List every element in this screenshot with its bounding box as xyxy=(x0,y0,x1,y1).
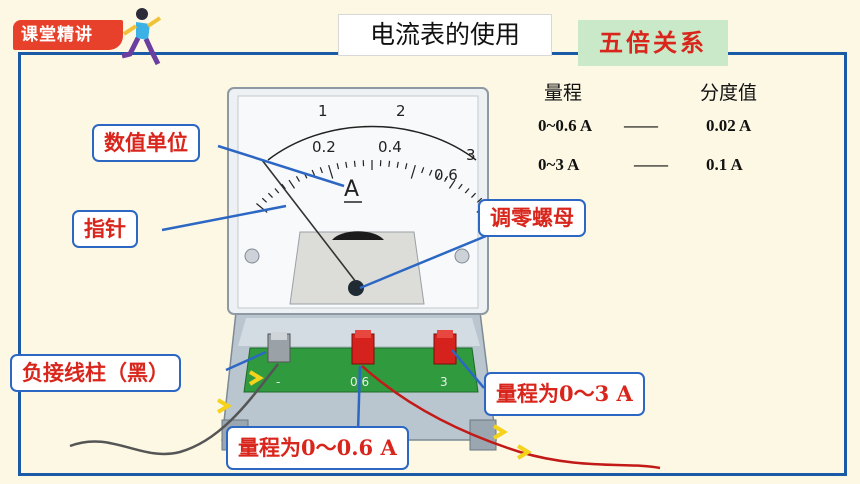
dial-tick xyxy=(267,192,273,198)
pointer-needle xyxy=(261,159,357,283)
scale-label-upper: 1 xyxy=(318,102,328,120)
dial-tick xyxy=(281,183,286,190)
dial-tick xyxy=(458,183,463,190)
dial-tick xyxy=(464,188,470,194)
dial-tick xyxy=(421,167,425,174)
dash-cell: —— xyxy=(624,116,658,135)
scale-label-upper: 2 xyxy=(396,102,406,120)
range-col-header: 量程 xyxy=(544,82,583,104)
terminal-label: 3 xyxy=(440,375,448,389)
scale-label-lower: 0.4 xyxy=(378,138,402,156)
division-cell: 0.1 A xyxy=(706,155,743,174)
callout-zero-adjust: 调零螺母 xyxy=(478,199,586,237)
callout-negative-terminal: 负接线柱（黑） xyxy=(10,354,181,392)
scale-label-lower: 0.2 xyxy=(312,138,336,156)
dial-tick xyxy=(311,169,316,176)
callout-unit: 数值单位 xyxy=(92,124,200,162)
dial-tick xyxy=(328,164,334,179)
terminal-3 xyxy=(433,333,457,365)
callout-needle: 指针 xyxy=(72,210,138,248)
dial-tick xyxy=(444,176,449,182)
range-cell: 0~3 A xyxy=(538,155,580,174)
dial-tick xyxy=(274,188,280,194)
dial-tick xyxy=(353,160,356,167)
dial-tick xyxy=(336,163,340,170)
scale-label-lower: 0.6 xyxy=(434,166,458,184)
dial-tick xyxy=(428,169,433,176)
dial-tick xyxy=(345,161,348,168)
division-col-header: 分度值 xyxy=(700,82,758,104)
terminal-0-6 xyxy=(351,333,375,365)
dial-tick xyxy=(410,164,416,179)
section-badge: 课堂精讲 xyxy=(13,20,123,50)
dial-tick xyxy=(448,179,456,189)
callout-range-0-6: 量程为0～0.6 A xyxy=(226,426,409,470)
page-title: 电流表的使用 xyxy=(338,14,552,56)
dial-tick xyxy=(396,161,399,168)
dial-tick xyxy=(404,163,408,170)
scale-label-upper: 3 xyxy=(466,146,476,164)
runner-figure-icon xyxy=(121,8,162,66)
terminal-label: - xyxy=(276,375,280,389)
dash-cell: —— xyxy=(634,155,668,174)
division-cell: 0.02 A xyxy=(706,116,752,135)
dial-tick xyxy=(295,176,300,182)
meter-window xyxy=(289,231,425,305)
dial-tick xyxy=(436,172,441,179)
range-cell: 0~0.6 A xyxy=(538,116,593,135)
dial-tick xyxy=(261,197,268,203)
dial-tick xyxy=(319,167,323,174)
dial-tick xyxy=(471,192,477,198)
unit-symbol: A xyxy=(344,177,359,202)
dial-tick xyxy=(388,160,391,167)
relation-tag: 五倍关系 xyxy=(578,20,728,66)
black-wire xyxy=(69,363,279,456)
red-wire xyxy=(361,365,661,470)
zero-adjust-knob xyxy=(348,280,364,296)
dial-tick xyxy=(288,179,296,189)
callout-range-3: 量程为0～3 A xyxy=(484,372,645,416)
